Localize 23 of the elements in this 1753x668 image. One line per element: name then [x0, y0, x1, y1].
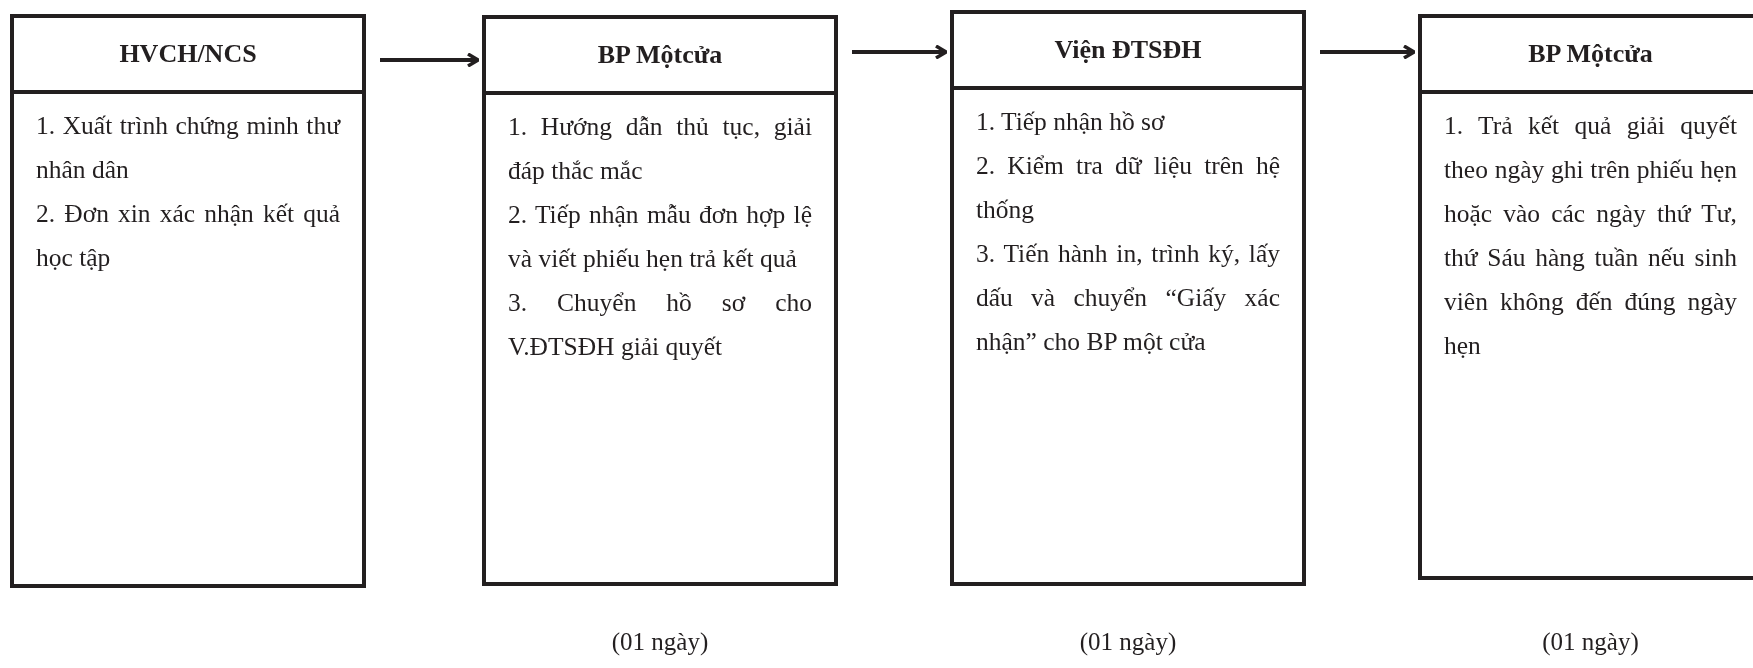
- arrow: [380, 52, 480, 68]
- duration-label: (01 ngày): [1541, 628, 1640, 656]
- arrow: [1320, 44, 1416, 60]
- step-item: 2. Kiểm tra dữ liệu trên hệ thống: [976, 150, 1280, 226]
- step-heading: BP Mộtcửa: [486, 19, 834, 95]
- step-item: 2. Đơn xin xác nhận kết quả học tập: [36, 198, 340, 274]
- step-heading: BP Mộtcửa: [1422, 18, 1753, 94]
- step-box: [482, 15, 838, 586]
- step-box: [10, 14, 366, 588]
- step-item: 1. Trả kết quả giải quyết theo ngày ghi trên phiếu hẹn hoặc vào các ngày thứ Tư, thứ Sáu hàng tuần nếu sinh viên không đến đúng ngày hẹn: [1444, 110, 1737, 362]
- step-item: 1. Hướng dẫn thủ tục, giải đáp thắc mắc: [508, 111, 812, 187]
- step-box: [950, 10, 1306, 586]
- step-heading: HVCH/NCS: [14, 18, 362, 94]
- step-item: 2. Tiếp nhận mẫu đơn hợp lệ và viết phiếu hẹn trả kết quả: [508, 199, 812, 275]
- arrow: [852, 44, 948, 60]
- step-heading: Viện ĐTSĐH: [954, 14, 1302, 90]
- duration-label: (01 ngày): [610, 628, 710, 656]
- step-box: [1418, 14, 1753, 580]
- step-item: 3. Chuyển hồ sơ cho V.ĐTSĐH giải quyết: [508, 287, 812, 363]
- duration-label: (01 ngày): [1078, 628, 1178, 656]
- step-item: 3. Tiến hành in, trình ký, lấy dấu và chuyển “Giấy xác nhận” cho BP một cửa: [976, 238, 1280, 358]
- step-item: 1. Xuất trình chứng minh thư nhân dân: [36, 110, 340, 186]
- step-item: 1. Tiếp nhận hồ sơ: [976, 106, 1166, 138]
